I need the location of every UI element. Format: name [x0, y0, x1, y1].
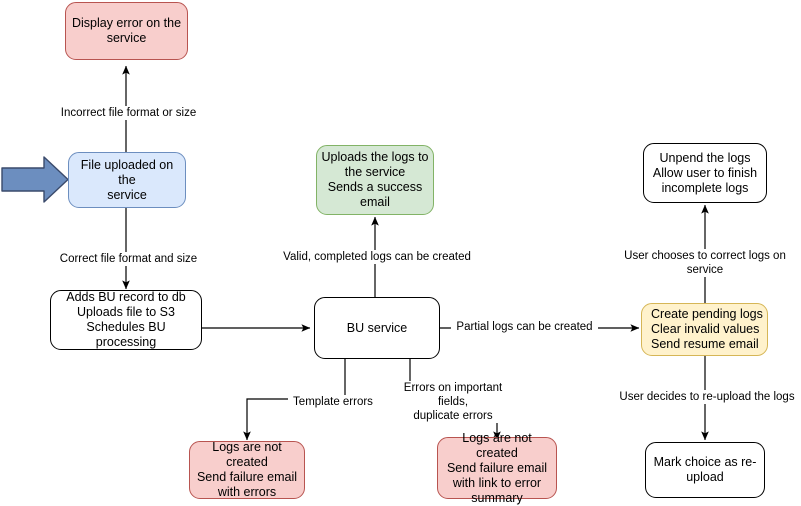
- edge-label-important-errors: Errors on important fields, duplicate er…: [390, 381, 516, 423]
- edge-label-incorrect-format: Incorrect file format or size: [54, 106, 203, 120]
- edge-label-user-corrects: User chooses to correct logs on service: [605, 249, 801, 277]
- edge-label-user-reuploads: User decides to re-upload the logs: [615, 390, 799, 404]
- edge-label-partial-logs: Partial logs can be created: [451, 320, 598, 334]
- node-logs-not-created-errors[interactable]: Logs are not created Send failure email …: [189, 440, 305, 499]
- entry-arrow-icon: [1, 156, 69, 203]
- node-logs-not-created-link[interactable]: Logs are not created Send failure email …: [437, 431, 557, 505]
- node-bu-service[interactable]: BU service: [314, 297, 440, 359]
- node-unpend-logs[interactable]: Unpend the logs Allow user to finish inc…: [643, 143, 767, 203]
- node-create-pending-logs[interactable]: Create pending logs Clear invalid values…: [641, 303, 768, 356]
- node-mark-choice-reupload[interactable]: Mark choice as re- upload: [645, 442, 765, 498]
- edge-label-valid-logs: Valid, completed logs can be created: [281, 250, 473, 264]
- edge-label-correct-format: Correct file format and size: [54, 252, 203, 266]
- edge-label-template-errors: Template errors: [288, 395, 378, 409]
- node-display-error[interactable]: Display error on the service: [65, 2, 188, 60]
- node-uploads-logs[interactable]: Uploads the logs to the service Sends a …: [316, 145, 434, 215]
- node-adds-bu-record[interactable]: Adds BU record to db Uploads file to S3 …: [50, 290, 202, 350]
- node-file-uploaded[interactable]: File uploaded on the service: [68, 152, 186, 208]
